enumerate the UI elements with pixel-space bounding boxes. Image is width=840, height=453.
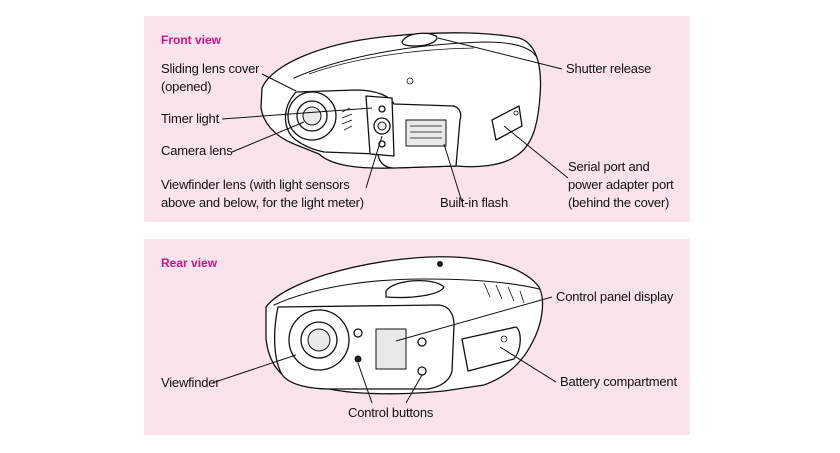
shutter-release-button: [401, 32, 438, 47]
control-button-left-bottom: [354, 355, 362, 363]
rear-view-panel: Rear view Control panel display Viewfind…: [144, 239, 690, 435]
control-button-right-bottom: [417, 366, 427, 376]
built-in-flash-window: [405, 119, 447, 147]
label-control-buttons: Control buttons: [348, 405, 434, 420]
front-camera-illustration: [221, 32, 569, 203]
rear-camera-illustration: [211, 256, 557, 404]
control-button-right-top: [417, 337, 427, 347]
control-button-left-top: [353, 328, 363, 338]
label-sliding-lens-cover: Sliding lens cover (opened): [161, 61, 260, 94]
camera-lens-glass: [302, 106, 322, 126]
light-sensor-top: [378, 105, 386, 113]
rear-view-heading: Rear view: [161, 256, 218, 270]
front-view-panel: Front view Sliding lens cover (opened) T…: [144, 16, 690, 222]
label-viewfinder-lens: Viewfinder lens (with light sensors abov…: [161, 177, 364, 210]
battery-compartment-door: [461, 326, 521, 372]
label-serial-port: Serial port and power adapter port (behi…: [568, 159, 674, 210]
control-panel-display-screen: [375, 328, 407, 370]
label-shutter-release: Shutter release: [566, 61, 652, 76]
label-viewfinder: Viewfinder: [161, 375, 220, 390]
viewfinder-glass: [307, 328, 331, 352]
label-battery-compartment: Battery compartment: [560, 374, 677, 389]
label-control-panel-display: Control panel display: [556, 289, 674, 304]
label-camera-lens: Camera lens: [161, 143, 233, 158]
label-built-in-flash: Built-in flash: [440, 195, 509, 210]
top-hump: [385, 279, 445, 299]
label-timer-light: Timer light: [161, 111, 219, 126]
front-view-heading: Front view: [161, 33, 222, 47]
